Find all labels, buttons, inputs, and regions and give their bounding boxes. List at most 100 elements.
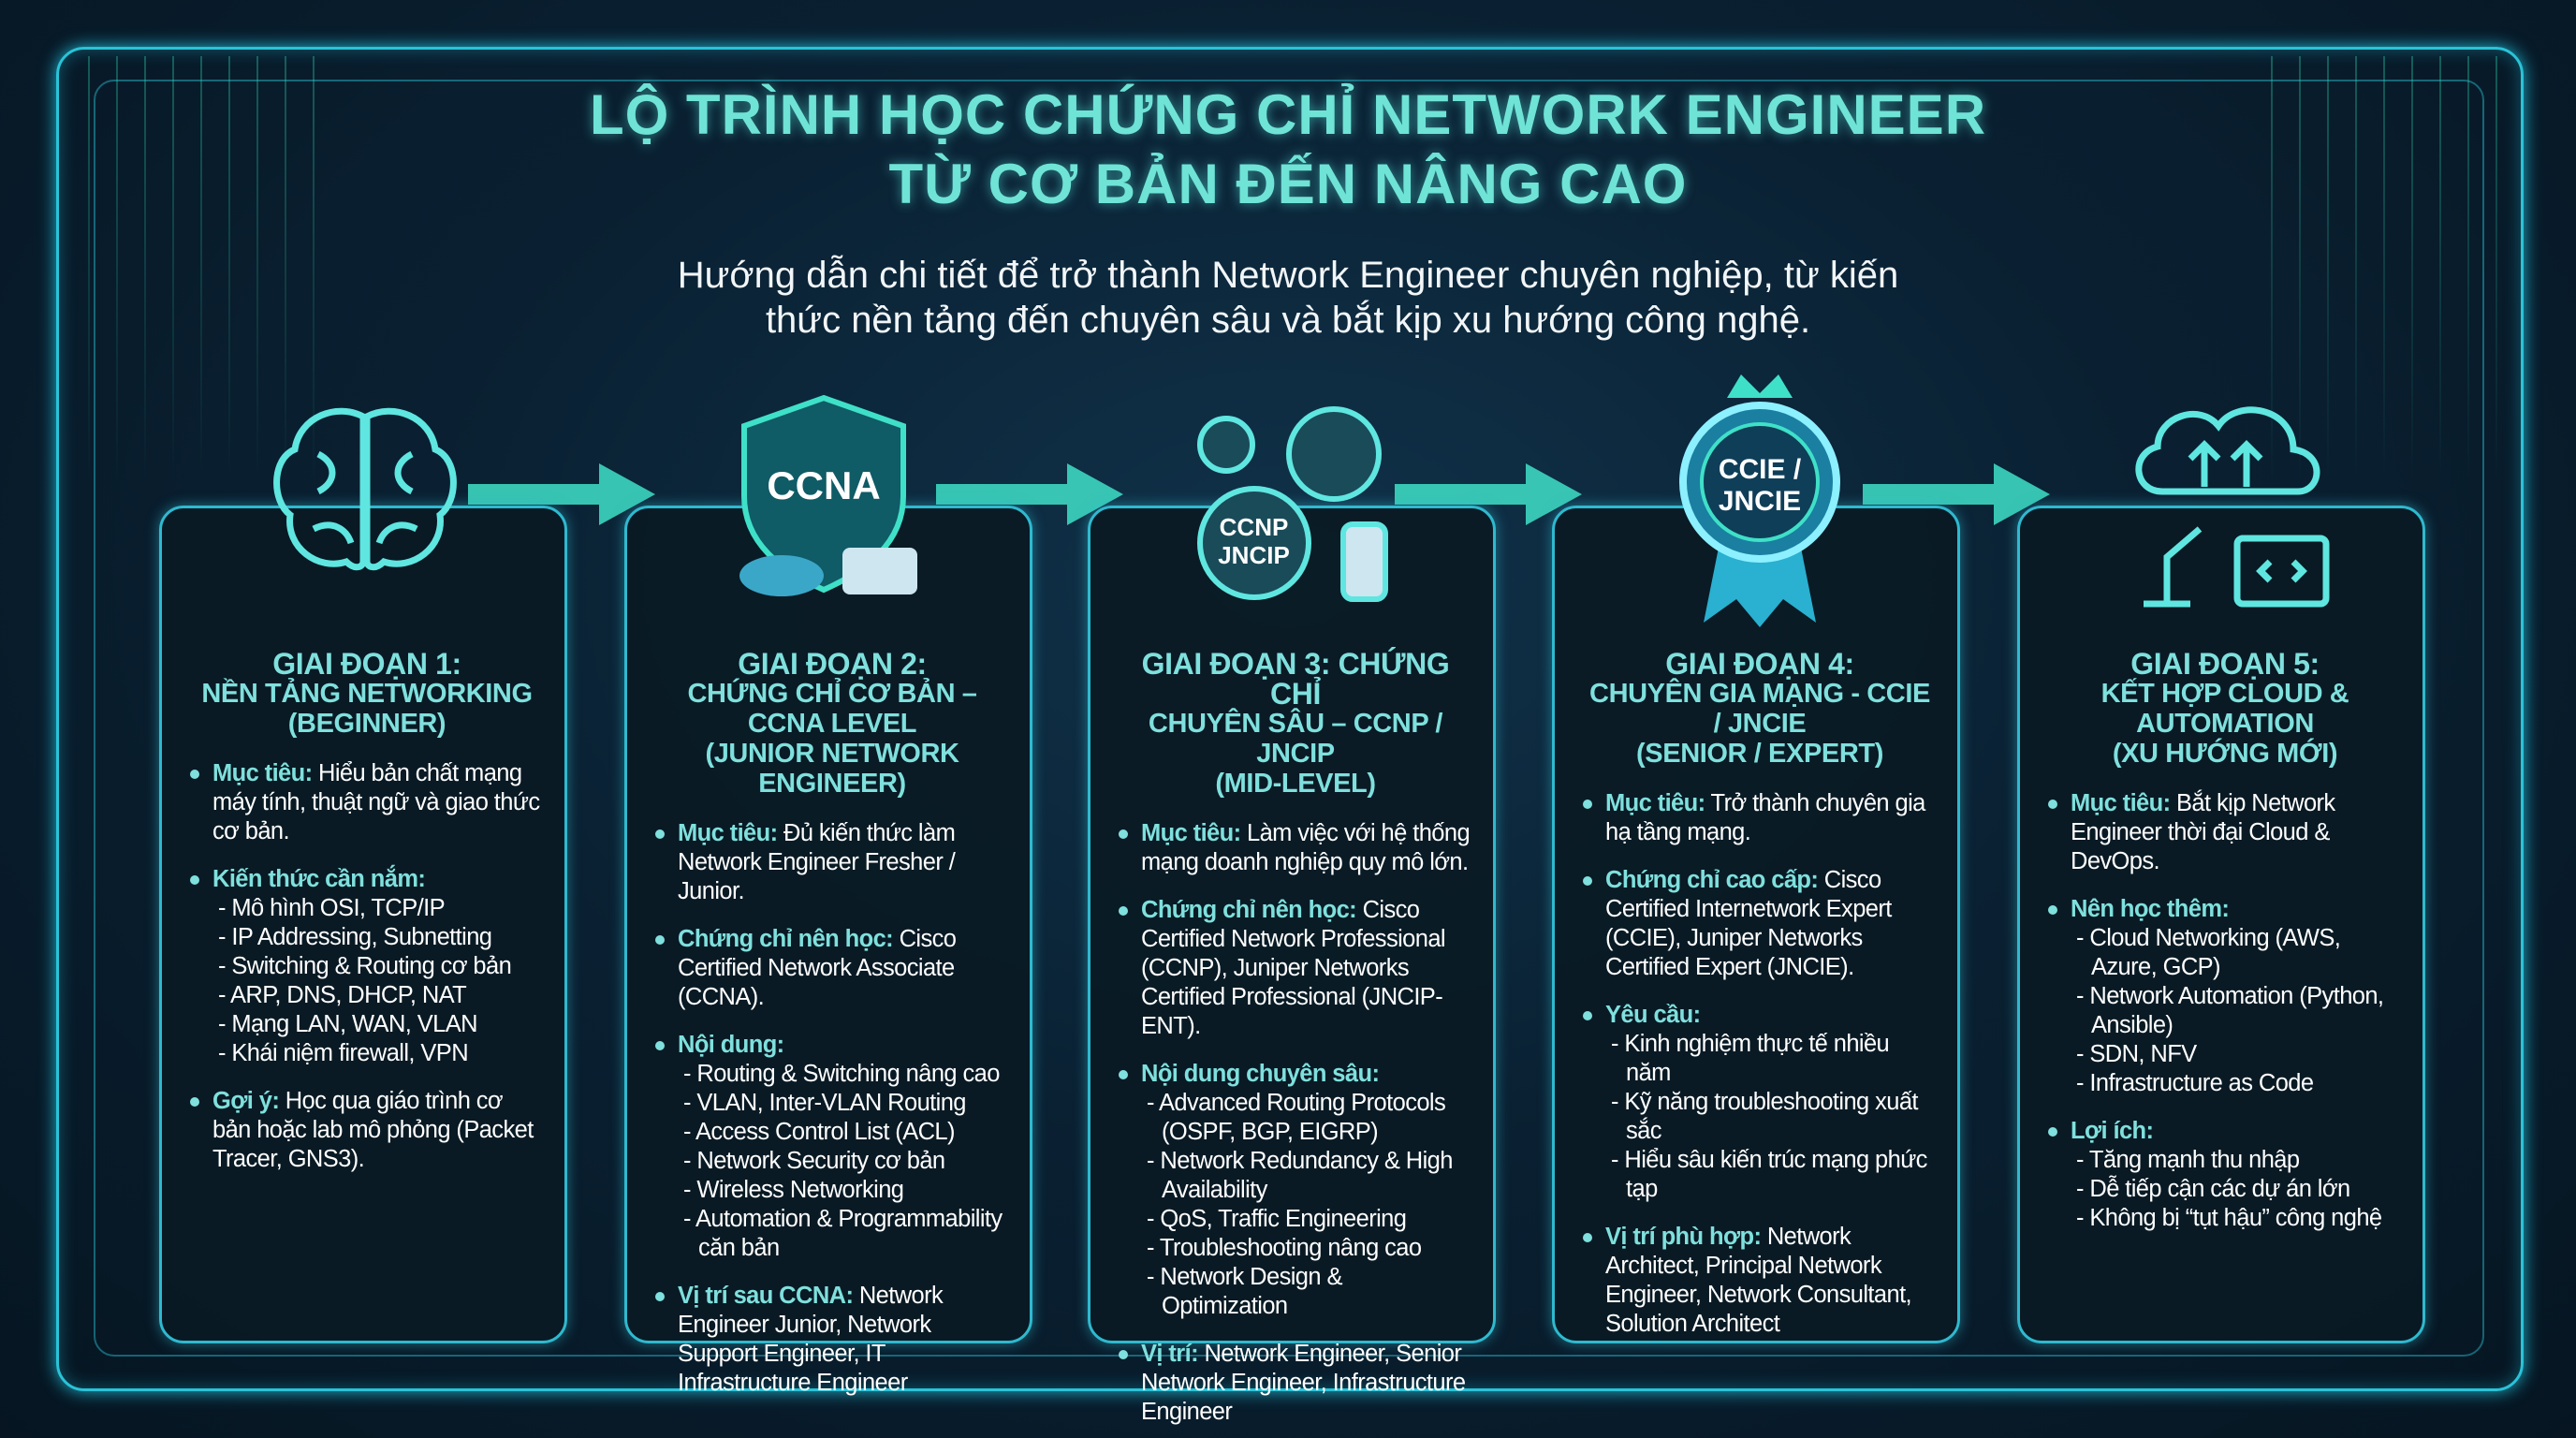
stage-title-line: (SENIOR / EXPERT)	[1636, 739, 1883, 769]
bullet-section: Mục tiêu: Đủ kiến thức làm Network Engin…	[655, 819, 1009, 906]
jncip-label: JNCIP	[1218, 541, 1290, 569]
section-text: Network Architect, Principal Network Eng…	[1605, 1224, 1912, 1337]
list-item: - VLAN, Inter-VLAN Routing	[683, 1090, 966, 1116]
jncie-label: JNCIE	[1718, 486, 1802, 517]
section-text: Hiểu bản chất mạng máy tính, thuật ngữ v…	[212, 760, 540, 844]
arrow-3-to-4	[1395, 463, 1582, 525]
section-label: Mục tiêu:	[1605, 790, 1705, 816]
bullet-section: Yêu cầu:- Kinh nghiệm thực tế nhiều năm-…	[1583, 1001, 1937, 1204]
section-text: Trở thành chuyên gia hạ tầng mạng.	[1605, 790, 1925, 845]
stage-title-line: (MID-LEVEL)	[1215, 769, 1376, 799]
stage-title: GIAI ĐOẠN 5:KẾT HỢP CLOUD & AUTOMATION(X…	[2048, 649, 2402, 769]
bullet-section: Vị trí sau CCNA: Network Engineer Junior…	[655, 1282, 1009, 1398]
brain-icon	[262, 398, 468, 590]
list-item: - Advanced Routing Protocols (OSPF, BGP,…	[1147, 1090, 1446, 1145]
section-text: Bắt kịp Network Engineer thời đại Cloud …	[2071, 790, 2335, 874]
section-label: Yêu cầu:	[1605, 1002, 1701, 1028]
list-item: - Mạng LAN, WAN, VLAN	[218, 1011, 478, 1037]
stage-card-4: GIAI ĐOẠN 4:CHUYÊN GIA MẠNG - CCIE / JNC…	[1552, 506, 1960, 1343]
section-label: Vị trí:	[1141, 1341, 1199, 1367]
section-label: Mục tiêu:	[1141, 820, 1241, 846]
stage-title-line: (JUNIOR NETWORK ENGINEER)	[705, 739, 959, 799]
medal-icon: CCIE / JNCIE	[1671, 370, 1849, 637]
page-title-line2: TỪ CƠ BẢN ĐẾN NÂNG CAO	[888, 153, 1688, 215]
subtitle-line1: Hướng dẫn chi tiết để trở thành Network …	[677, 255, 1899, 296]
section-label: Mục tiêu:	[2071, 790, 2171, 816]
stage-title-line: GIAI ĐOẠN 3: CHỨNG CHỈ	[1141, 647, 1450, 711]
ccna-badge-label: CCNA	[767, 463, 881, 507]
list-item: - IP Addressing, Subnetting	[218, 924, 492, 950]
bullet-section: Chứng chỉ nên học: Cisco Certified Netwo…	[1119, 896, 1472, 1041]
list-item: - Dễ tiếp cận các dự án lớn	[2076, 1176, 2350, 1202]
list-item: - Khái niệm firewall, VPN	[218, 1040, 469, 1066]
section-text: Cisco Certified Network Associate (CCNA)…	[678, 926, 957, 1010]
ccie-jncie-badge-label: CCIE / JNCIE	[1671, 454, 1849, 518]
section-label: Kiến thức cần nắm:	[212, 866, 426, 892]
section-label: Chứng chỉ cao cấp:	[1605, 867, 1819, 893]
inner-frame	[94, 80, 2484, 1357]
section-label: Mục tiêu:	[678, 820, 778, 846]
list-item: - Network Design & Optimization	[1147, 1264, 1342, 1319]
bullet-section: Nội dung chuyên sâu: - Advanced Routing P…	[1119, 1060, 1472, 1321]
stage-title: GIAI ĐOẠN 2:CHỨNG CHỈ CƠ BẢN – CCNA LEVE…	[655, 649, 1009, 799]
bullet-section: Nên học thêm:- Cloud Networking (AWS, Az…	[2048, 895, 2402, 1098]
code-rain-left	[75, 56, 318, 487]
list-item: - Routing & Switching nâng cao	[683, 1061, 1000, 1087]
outer-frame	[56, 47, 2524, 1391]
list-item: - Switching & Routing cơ bản	[218, 953, 512, 979]
ccie-label: CCIE /	[1718, 454, 1802, 485]
stage-title: GIAI ĐOẠN 4:CHUYÊN GIA MẠNG - CCIE / JNC…	[1583, 649, 1937, 769]
list-item: - Kỹ năng troubleshooting xuất sắc	[1611, 1089, 1919, 1144]
list-item: - Mô hình OSI, TCP/IP	[218, 895, 446, 921]
ccna-shield-icon: CCNA	[730, 393, 917, 613]
bullet-section: Mục tiêu: Trở thành chuyên gia hạ tầng m…	[1583, 789, 1937, 847]
stage-card-1: GIAI ĐOẠN 1:NỀN TẢNG NETWORKING(BEGINNER…	[159, 506, 567, 1343]
ccnp-jncip-badge-label: CCNP JNCIP	[1200, 513, 1308, 569]
list-item: - SDN, NFV	[2076, 1041, 2197, 1067]
section-label: Nội dung:	[678, 1032, 784, 1058]
arrow-1-to-2	[468, 463, 655, 525]
gears-icon: CCNP JNCIP	[1189, 403, 1395, 613]
list-item: - Infrastructure as Code	[2076, 1070, 2314, 1096]
list-item: - Automation & Programmability căn bản	[683, 1206, 1003, 1261]
stage-title: GIAI ĐOẠN 1:NỀN TẢNG NETWORKING(BEGINNER…	[190, 649, 544, 739]
cloud-automation-icon	[2115, 389, 2340, 618]
section-label: Mục tiêu:	[212, 760, 313, 786]
stage-title-line: (XU HƯỚNG MỚI)	[2112, 739, 2338, 769]
section-label: Nên học thêm:	[2071, 896, 2230, 922]
bullet-section: Mục tiêu: Hiểu bản chất mạng máy tính, t…	[190, 759, 544, 846]
bullet-section: Vị trí phù hợp: Network Architect, Princ…	[1583, 1223, 1937, 1339]
arrow-2-to-3	[936, 463, 1123, 525]
list-item: - Wireless Networking	[683, 1177, 904, 1203]
list-item: - Network Redundancy & High Availability	[1147, 1148, 1453, 1203]
section-text: Làm việc với hệ thống mạng doanh nghiệp …	[1141, 820, 1471, 875]
bullet-section: Chứng chỉ cao cấp: Cisco Certified Inter…	[1583, 866, 1937, 982]
stage-title-line: GIAI ĐOẠN 2:	[738, 647, 927, 681]
section-text: Network Engineer Junior, Network Support…	[678, 1283, 944, 1396]
stage-card-5: GIAI ĐOẠN 5:KẾT HỢP CLOUD & AUTOMATION(X…	[2017, 506, 2425, 1343]
stage-card-2: GIAI ĐOẠN 2:CHỨNG CHỈ CƠ BẢN – CCNA LEVE…	[624, 506, 1032, 1396]
list-item: - QoS, Traffic Engineering	[1147, 1206, 1407, 1232]
section-text: Đủ kiến thức làm Network Engineer Freshe…	[678, 820, 956, 904]
stage-title-line: (BEGINNER)	[287, 709, 446, 739]
stage-title-line: CHUYÊN GIA MẠNG - CCIE / JNCIE	[1589, 679, 1930, 739]
section-label: Chứng chỉ nên học:	[678, 926, 894, 952]
bullet-section: Nội dung: - Routing & Switching nâng cao -…	[655, 1031, 1009, 1263]
stage-title-line: CHUYÊN SÂU – CCNP / JNCIP	[1148, 709, 1443, 769]
subtitle-line2: thức nền tảng đến chuyên sâu và bắt kịp …	[765, 300, 1811, 341]
list-item: - Không bị “tụt hậu” công nghệ	[2076, 1205, 2382, 1231]
list-item: - Hiểu sâu kiến trúc mạng phức tạp	[1611, 1147, 1927, 1202]
list-item: - Network Security cơ bản	[683, 1148, 945, 1174]
section-label: Nội dung chuyên sâu:	[1141, 1061, 1380, 1087]
stage-title-line: NỀN TẢNG NETWORKING	[201, 679, 533, 709]
bullet-section: Gợi ý: Học qua giáo trình cơ bản hoặc la…	[190, 1087, 544, 1174]
list-item: - Access Control List (ACL)	[683, 1119, 955, 1145]
list-item: - Troubleshooting nâng cao	[1147, 1235, 1422, 1261]
section-label: Chứng chỉ nên học:	[1141, 897, 1357, 923]
bullet-section: Chứng chỉ nên học: Cisco Certified Netwo…	[655, 925, 1009, 1012]
stage-title-line: CHỨNG CHỈ CƠ BẢN – CCNA LEVEL	[687, 679, 977, 739]
stage-title-line: KẾT HỢP CLOUD & AUTOMATION	[2100, 679, 2349, 739]
arrow-4-to-5	[1863, 463, 2050, 525]
section-text: Học qua giáo trình cơ bản hoặc lab mô ph…	[212, 1088, 534, 1172]
